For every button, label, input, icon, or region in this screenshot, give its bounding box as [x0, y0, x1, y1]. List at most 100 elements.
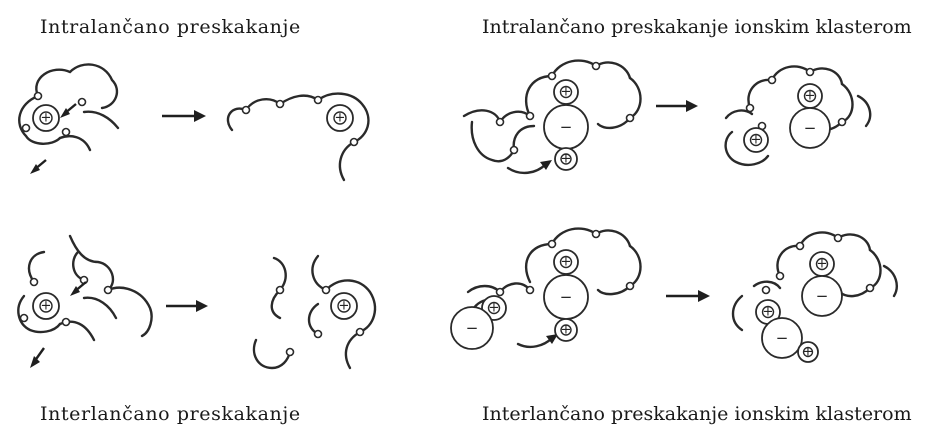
coordination-site — [313, 329, 323, 339]
cation-sign: + — [561, 255, 572, 270]
polymer-chain — [35, 63, 119, 110]
anion — [801, 275, 843, 317]
cation-sign: + — [489, 301, 500, 316]
cation — [743, 127, 769, 153]
arrow-head — [540, 160, 552, 170]
arrow-head — [30, 356, 40, 368]
polymer-chain — [17, 294, 62, 334]
cation-core — [560, 324, 572, 336]
coordination-site — [29, 277, 39, 287]
cation-core — [803, 89, 817, 103]
polymer-chain — [338, 140, 356, 182]
transition-arrow — [656, 100, 698, 112]
anion — [789, 107, 831, 149]
panel-interchain-cluster-after: + − + − + — [731, 231, 898, 363]
polymer-chain — [278, 94, 320, 106]
panel-interchain-before: + — [17, 234, 153, 368]
coordination-site — [313, 95, 323, 105]
polymer-chain — [525, 59, 632, 118]
coordination-site — [547, 239, 557, 249]
coordination-site — [833, 233, 843, 243]
coordination-site — [745, 103, 755, 113]
coordination-site — [61, 317, 71, 327]
polymer-chain — [470, 120, 516, 163]
cation — [330, 292, 358, 320]
polymer-chain — [344, 330, 362, 370]
cation-core — [815, 257, 829, 271]
polymer-chain — [512, 124, 536, 152]
coordination-site — [33, 91, 43, 101]
coordination-site — [547, 71, 557, 81]
polymer-chain — [82, 296, 118, 320]
cation — [326, 104, 354, 132]
cation-sign: + — [751, 133, 762, 148]
panel-intrachain-after: + — [226, 92, 370, 182]
polymer-chain — [747, 65, 844, 110]
cation-core — [39, 299, 53, 313]
polymer-chain — [596, 76, 642, 130]
anion-sign: − — [560, 118, 573, 136]
cation-core — [559, 255, 573, 269]
coordination-site — [805, 67, 815, 77]
panel-intrachain-cluster-after: + − + — [724, 65, 872, 167]
polymer-chain — [731, 294, 744, 332]
arrow-head — [30, 164, 40, 174]
coordination-site — [285, 347, 295, 357]
polymer-chain — [882, 264, 898, 298]
coordination-site — [509, 145, 519, 155]
coordination-site — [103, 285, 113, 295]
coordination-site — [21, 123, 31, 133]
cation-sign: + — [339, 299, 350, 314]
coordination-site — [761, 285, 771, 295]
arrow-head — [546, 334, 558, 344]
coordination-site — [495, 117, 505, 127]
cation-sign: + — [41, 111, 52, 126]
polymer-chain — [316, 92, 370, 144]
panel-interchain-after: + — [252, 254, 377, 370]
cation — [554, 318, 578, 342]
coordination-site — [837, 117, 847, 127]
coordination-site — [61, 127, 71, 137]
coordination-site — [767, 75, 777, 85]
polymer-chain — [311, 254, 328, 292]
coordination-site — [19, 313, 29, 323]
polymer-chain — [58, 135, 92, 152]
coordination-site — [591, 61, 601, 71]
arrow-head — [60, 108, 70, 118]
coordination-site — [865, 283, 875, 293]
cation-sign: + — [561, 152, 572, 167]
polymer-chain — [525, 227, 632, 284]
anion-sign: − — [560, 288, 573, 306]
hop-path — [516, 336, 554, 349]
polymer-chain — [18, 94, 62, 145]
polymer-chain — [106, 286, 153, 338]
panel-interchain-cluster-before: + − + + − — [450, 227, 642, 350]
cation — [553, 79, 579, 105]
coordination-site — [591, 229, 601, 239]
polymer-chain — [498, 282, 532, 294]
cation-core — [560, 153, 572, 165]
coordination-site — [275, 285, 285, 295]
coordination-site — [525, 285, 535, 295]
panel-intrachain-cluster-before: + − + — [462, 59, 642, 175]
label-interchain-cluster-hopping: Interlančano preskakanje ionskim klaster… — [482, 403, 912, 425]
anion-sign: − — [804, 119, 817, 137]
transition-arrow — [666, 290, 710, 302]
cation — [32, 104, 60, 132]
cation-core — [749, 133, 763, 147]
polymer-chain — [68, 234, 115, 292]
cation-sign: + — [561, 85, 572, 100]
coordination-site — [625, 281, 635, 291]
coordination-site — [625, 113, 635, 123]
cation — [553, 249, 579, 275]
cation-sign: + — [805, 89, 816, 104]
hop-path — [506, 162, 548, 175]
arrow-head — [70, 286, 80, 296]
polymer-chain — [307, 302, 320, 336]
cation-core — [333, 111, 347, 125]
polymer-chain — [838, 248, 882, 298]
cation-sign: + — [817, 257, 828, 272]
cation-sign: + — [335, 111, 346, 126]
cation-core — [802, 346, 814, 358]
coordination-site — [775, 271, 785, 281]
